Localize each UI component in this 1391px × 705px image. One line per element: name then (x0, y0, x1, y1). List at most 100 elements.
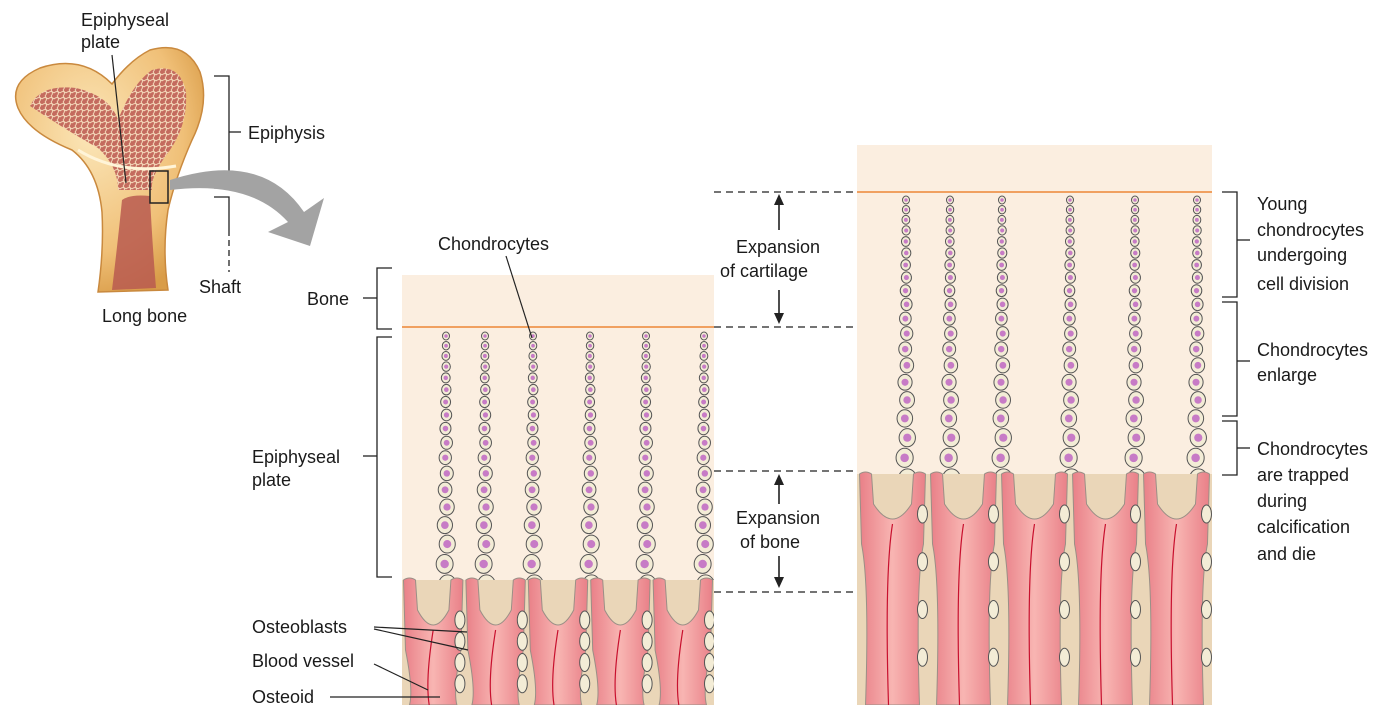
right-chondrocyte-cell (1063, 429, 1079, 447)
left-chondrocyte-cell (528, 373, 537, 383)
right-bone-osteoblast (1201, 648, 1211, 666)
left-chondrocyte-cell (481, 362, 489, 371)
left-chondrocyte-cell (442, 384, 451, 395)
young-chondrocytes-label-1: Young (1257, 194, 1307, 214)
right-chondrocyte-cell (944, 312, 956, 325)
left-chondrocyte-cell (527, 422, 538, 434)
left-chondrocyte-cell (585, 409, 595, 421)
left-bone-osteoblast (455, 675, 465, 693)
left-bone-osteoblast (642, 611, 652, 629)
right-chondrocyte-cell (945, 272, 955, 283)
right-chondrocyte-cell (1064, 312, 1076, 325)
right-chondrocyte-cell (998, 215, 1006, 224)
left-chondrocyte-cell (482, 332, 489, 340)
right-chondrocyte-cell (896, 448, 913, 467)
left-chondrocyte-cell (441, 396, 451, 407)
right-chondrocyte-cell (1192, 272, 1202, 283)
right-chondrocyte-cell (1131, 248, 1140, 258)
right-chondrocyte-cell (942, 374, 956, 390)
left-chondrocyte-cell (698, 499, 712, 515)
right-chondrocyte-cell (996, 358, 1009, 373)
right-chondrocyte-cell (1065, 272, 1075, 283)
left-chondrocyte-cell (581, 517, 596, 534)
right-chondrocyte-cell (1193, 226, 1201, 235)
right-chondrocyte-cell (1126, 410, 1142, 427)
right-chondrocyte-cell (901, 237, 910, 247)
right-chondrocyte-cell (902, 226, 910, 235)
right-chondrocyte-cell (992, 448, 1009, 467)
left-chondrocyte-cell (528, 436, 540, 449)
left-chondrocyte-cell (439, 535, 455, 553)
right-bone-osteoblast (1059, 601, 1069, 619)
right-chondrocyte-cell (1190, 342, 1203, 356)
right-chondrocyte-cell (997, 327, 1009, 341)
right-chondrocyte-cell (1193, 206, 1200, 214)
expansion-bone-label-1: Expansion (736, 508, 820, 528)
left-chondrocyte-cell (694, 555, 711, 574)
right-chondrocyte-cell (1125, 448, 1142, 467)
right-bone-osteoblast (1201, 601, 1211, 619)
left-bone-osteoblast (580, 632, 590, 650)
left-chondrocyte-cell (478, 535, 494, 553)
left-chondrocyte-cell (528, 396, 538, 407)
right-bone-osteoblast (988, 553, 998, 571)
left-chondrocyte-cell (586, 384, 595, 395)
shaft-bracket (214, 197, 229, 236)
left-chondrocyte-cell (437, 517, 452, 534)
young-chondrocytes-label-4: cell division (1257, 274, 1349, 294)
right-chondrocyte-cell (901, 260, 911, 271)
right-chondrocyte-cell (1192, 327, 1204, 341)
left-chondrocyte-cell (586, 342, 593, 350)
left-chondrocyte-cell (700, 351, 708, 360)
left-chondrocyte-cell (480, 409, 490, 421)
right-chondrocyte-cell (1193, 248, 1202, 258)
right-chondrocyte-cell (945, 327, 957, 341)
left-chondrocyte-cell (640, 499, 654, 515)
young-chondrocytes-label-2: chondrocytes (1257, 220, 1364, 240)
left-chondrocyte-cell (442, 342, 449, 350)
left-chondrocyte-cell (529, 362, 537, 371)
left-chondrocyte-cell (642, 384, 651, 395)
left-chondrocyte-cell (480, 396, 490, 407)
right-chondrocyte-cell (997, 237, 1006, 247)
left-chondrocyte-cell (441, 373, 450, 383)
right-chondrocyte-cell (1065, 327, 1077, 341)
chondrocytes-label: Chondrocytes (438, 234, 549, 254)
chondrocytes-trapped-bracket (1222, 421, 1237, 475)
left-chondrocyte-cell (641, 373, 650, 383)
right-chondrocyte-cell (997, 260, 1007, 271)
left-chondrocyte-cell (443, 332, 450, 340)
right-bone-osteoblast (917, 648, 927, 666)
right-bone-osteoblast (1059, 648, 1069, 666)
right-chondrocyte-cell (996, 312, 1008, 325)
left-chondrocyte-cell (436, 555, 453, 574)
long-bone-label: Long bone (102, 306, 187, 326)
right-chondrocyte-cell (940, 448, 957, 467)
epiphyseal-plate-bracket (377, 337, 392, 577)
right-chondrocyte-cell (1067, 196, 1074, 204)
left-chondrocyte-cell (641, 409, 651, 421)
left-chondrocyte-cell (698, 466, 711, 481)
left-chondrocyte-cell (475, 555, 492, 574)
zoom-arrow (170, 170, 324, 246)
right-chondrocyte-cell (903, 196, 910, 204)
right-chondrocyte-cell (993, 410, 1009, 427)
right-chondrocyte-cell (944, 358, 957, 373)
right-chondrocyte-cell (941, 410, 957, 427)
epiphyseal-plate-left-label-2: plate (252, 470, 291, 490)
osteoid-label: Osteoid (252, 687, 314, 705)
epiphysis-label: Epiphysis (248, 123, 325, 143)
right-chondrocyte-cell (946, 206, 953, 214)
left-chondrocyte-cell (479, 499, 493, 515)
left-chondrocyte-cell (584, 499, 598, 515)
left-chondrocyte-cell (642, 351, 650, 360)
left-chondrocyte-cell (641, 436, 653, 449)
right-chondrocyte-cell (1065, 260, 1075, 271)
right-chondrocyte-cell (1062, 374, 1076, 390)
left-chondrocyte-cell (481, 384, 490, 395)
left-chondrocyte-cell (481, 342, 488, 350)
left-chondrocyte-cell (441, 436, 453, 449)
right-chondrocyte-cell (902, 248, 911, 258)
left-chondrocyte-cell (441, 409, 451, 421)
